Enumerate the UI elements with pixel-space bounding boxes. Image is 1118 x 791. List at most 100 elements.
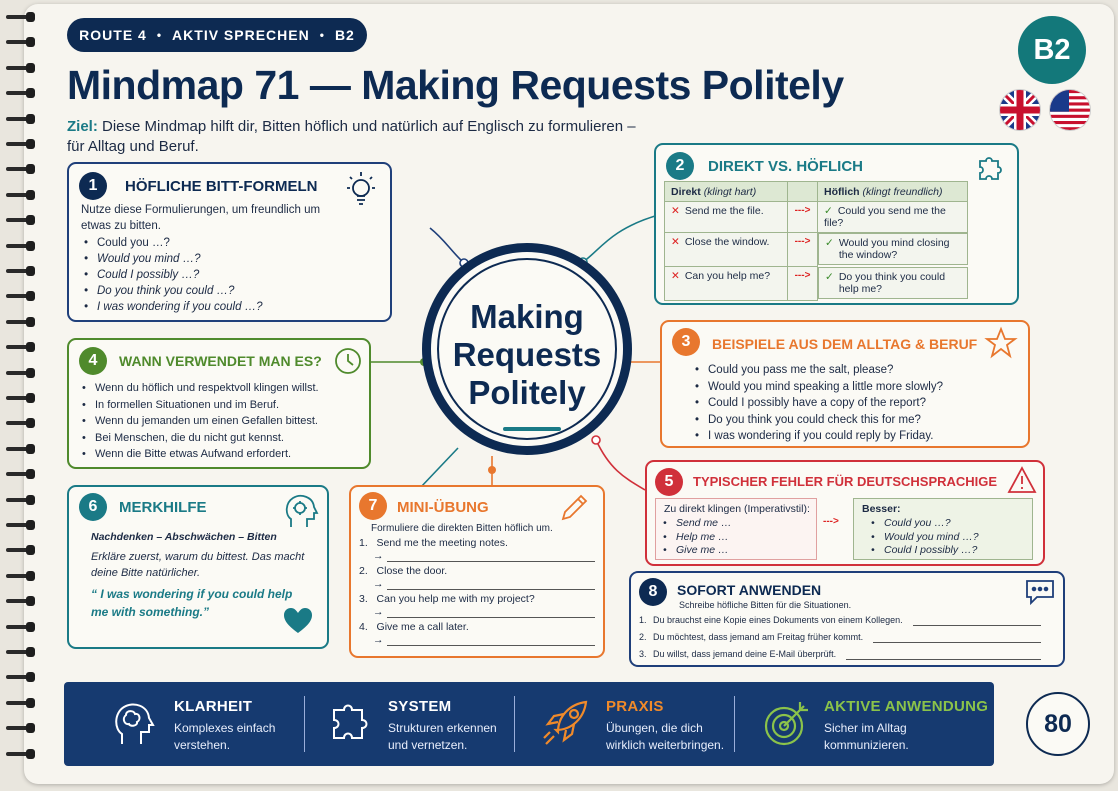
spiral-coil <box>4 342 35 353</box>
footer-title: SYSTEM <box>388 698 452 715</box>
box-number: 6 <box>79 493 107 521</box>
exercise-item: 1. Send me the meeting notes. → <box>359 537 595 565</box>
list-item: Would you mind …? <box>868 531 1028 545</box>
list-item: Bei Menschen, die du nicht gut kennst. <box>79 430 364 447</box>
table-row: ✕Send me the file. ---> ✓Could you send … <box>664 201 968 233</box>
footer-item-active-use: AKTIVE ANWENDUNG Sicher im Alltag kommun… <box>760 682 994 766</box>
route-pill: ROUTE 4 • AKTIV SPRECHEN • B2 <box>67 18 367 52</box>
list-item: Could you pass me the salt, please? <box>692 362 1022 379</box>
box-number: 4 <box>79 347 107 375</box>
spiral-coil <box>4 393 35 403</box>
route-label: ROUTE 4 <box>79 27 147 43</box>
box-memory-aid: 6 MERKHILFE Nachdenken – Abschwächen – B… <box>67 485 329 649</box>
better-panel: Besser: Could you …? Would you mind …? C… <box>853 498 1033 560</box>
list-item: In formellen Situationen und im Beruf. <box>79 397 364 414</box>
box-title: DIREKT VS. HÖFLICH <box>708 158 864 175</box>
spiral-coil <box>4 367 35 378</box>
uk-flag-icon <box>1000 90 1040 130</box>
footer-text: Übungen, die dich wirklich weiterbringen… <box>606 721 725 752</box>
spiral-coil <box>4 113 35 124</box>
spiral-coil <box>4 215 35 226</box>
central-underline <box>503 427 561 431</box>
list-item: Do you think you could check this for me… <box>692 412 1022 429</box>
box-everyday-examples: 3 BEISPIELE AUS DEM ALLTAG & BERUF Could… <box>660 320 1030 448</box>
polite-phrase: Could you send me the file? <box>824 205 946 229</box>
box-title: WANN VERWENDET MAN ES? <box>119 353 322 369</box>
box-when-to-use: 4 WANN VERWENDET MAN ES? Wenn du höflich… <box>67 338 371 469</box>
better-list: Could you …? Would you mind …? Could I p… <box>868 517 1028 558</box>
spiral-coil <box>4 469 35 480</box>
list-item: Wenn die Bitte etwas Aufwand erfordert. <box>79 446 364 463</box>
goal-text: Ziel: Diese Mindmap hilft dir, Bitten hö… <box>67 117 647 157</box>
spiral-coil <box>4 266 35 276</box>
puzzle-icon <box>326 698 376 748</box>
footer-item-practice: PRAXIS Übungen, die dich wirklich weiter… <box>540 682 760 766</box>
spiral-coil <box>4 443 35 454</box>
box-direct-vs-polite: 2 DIREKT VS. HÖFLICH Direkt (klingt hart… <box>654 143 1019 305</box>
column-header-direct: Direkt (klingt hart) <box>664 181 788 202</box>
list-item: Could you …? <box>81 235 371 251</box>
answer-field[interactable] <box>846 650 1041 660</box>
answer-field[interactable] <box>387 580 595 590</box>
better-label: Besser: <box>862 503 901 515</box>
answer-field[interactable] <box>387 608 595 618</box>
box-title: HÖFLICHE BITT-FORMELN <box>125 178 318 195</box>
spiral-coil <box>4 291 35 302</box>
list-item: Help me … <box>660 531 810 545</box>
list-item: Give me … <box>660 544 810 558</box>
box-title: TYPISCHER FEHLER FÜR DEUTSCHSPRACHIGE <box>693 474 998 489</box>
central-topic-line: Making <box>470 298 584 335</box>
spiral-coil <box>4 723 35 734</box>
footer-title: AKTIVE ANWENDUNG <box>824 698 989 715</box>
column-header-polite: Höflich (klingt freundlich) <box>817 181 968 202</box>
goal-label: Ziel: <box>67 118 98 135</box>
spiral-coil <box>4 139 35 149</box>
list-item: I was wondering if you could …? <box>81 299 371 315</box>
spiral-coil <box>4 240 35 251</box>
arrow: ---> <box>787 266 818 301</box>
list-item: Could I possibly have a copy of the repo… <box>692 395 1022 412</box>
spiral-coil <box>4 647 35 657</box>
level-label: B2 <box>334 27 355 43</box>
head-icon <box>281 491 319 531</box>
spiral-coil <box>4 621 35 632</box>
footer-item-clarity: KLARHEIT Komplexes einfach verstehen. <box>104 682 324 766</box>
table-row: ✕Close the window. ---> ✓Would you mind … <box>664 232 968 267</box>
goal-description: Diese Mindmap hilft dir, Bitten höflich … <box>67 118 636 155</box>
polite-phrase: Do you think you could help me? <box>838 270 946 295</box>
list-item: Could I possibly …? <box>81 267 371 283</box>
box-number: 5 <box>655 468 683 496</box>
box-typical-mistake: 5 TYPISCHER FEHLER FÜR DEUTSCHSPRACHIGE … <box>645 460 1045 566</box>
answer-field[interactable] <box>387 636 595 646</box>
exercise-list: 1. Send me the meeting notes. → 2. Close… <box>359 537 595 649</box>
table-row: ✕Can you help me? ---> ✓Do you think you… <box>664 266 968 301</box>
spiral-coil <box>4 570 35 581</box>
answer-field[interactable] <box>912 616 1041 626</box>
level-badge: B2 <box>1018 16 1086 84</box>
apply-list: 1.Du brauchst eine Kopie eines Dokuments… <box>639 612 1059 663</box>
box-title: MINI-ÜBUNG <box>397 499 489 516</box>
spiral-coil <box>4 37 35 48</box>
direct-phrase: Can you help me? <box>684 270 771 282</box>
us-flag-icon <box>1050 90 1090 130</box>
box-apply-now: 8 SOFORT ANWENDEN Schreibe höfliche Bitt… <box>629 571 1065 667</box>
page-number: 80 <box>1026 692 1090 756</box>
wrong-list: Send me … Help me … Give me … <box>660 517 810 558</box>
spiral-coil <box>4 494 35 505</box>
footer-band: KLARHEIT Komplexes einfach verstehen. SY… <box>64 682 994 766</box>
footer-text: Strukturen erkennen und vernetzen. <box>388 721 497 752</box>
answer-field[interactable] <box>387 552 595 562</box>
box-title: BEISPIELE AUS DEM ALLTAG & BERUF <box>712 336 978 352</box>
spiral-coil <box>4 748 35 759</box>
box-title: MERKHILFE <box>119 499 207 516</box>
wrong-label: Zu direkt klingen (Imperativstil): <box>664 503 810 515</box>
footer-title: KLARHEIT <box>174 698 253 715</box>
formula-list: Could you …? Would you mind …? Could I p… <box>81 235 371 315</box>
list-item: Would you mind …? <box>81 251 371 267</box>
answer-field[interactable] <box>873 633 1041 643</box>
arrow: ---> <box>823 516 839 527</box>
star-icon <box>984 326 1018 360</box>
direct-phrase: Close the window. <box>684 236 770 248</box>
target-icon <box>760 696 812 750</box>
